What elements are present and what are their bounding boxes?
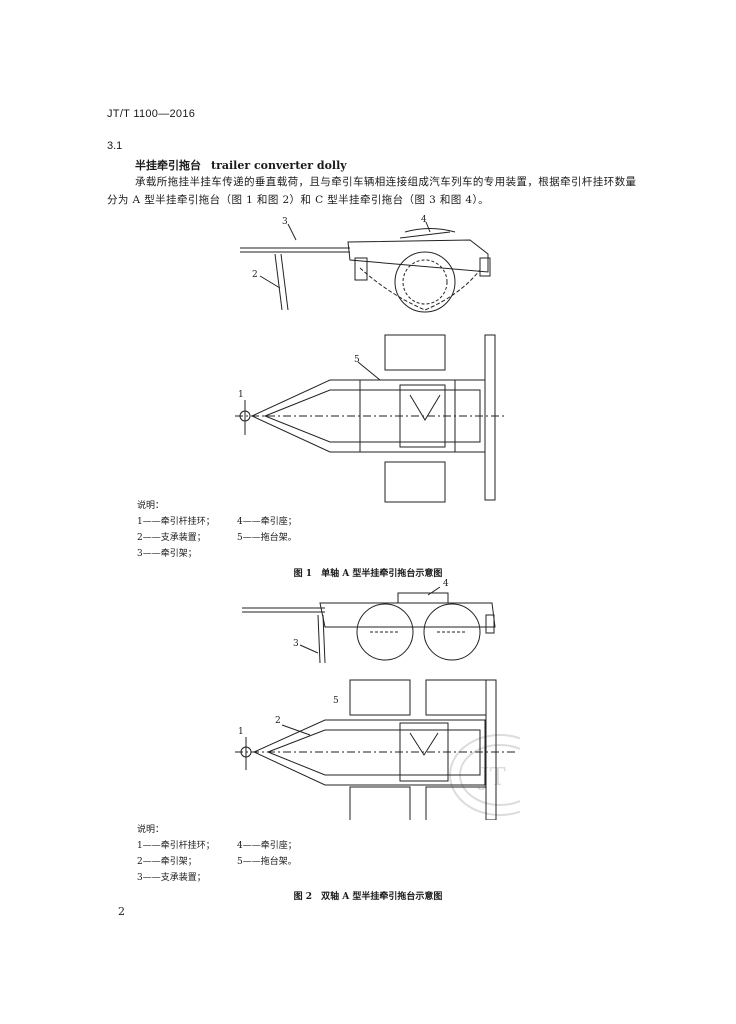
figure2-legend-row: 2——牵引架；5——拖台架。: [137, 857, 297, 867]
page-number: 2: [118, 905, 125, 918]
figure2-side-view: [242, 592, 496, 664]
figure1-side-view: [240, 228, 491, 313]
standard-number-header: JT/T 1100—2016: [107, 108, 196, 120]
figure1-callout-3: 3: [282, 217, 288, 227]
term-english: trailer converter dolly: [211, 159, 347, 172]
figure2-top-view: [235, 679, 515, 820]
figure2-legend-row: 1——牵引杆挂环；4——牵引座；: [137, 841, 297, 851]
figure1-legend-title: 说明：: [137, 501, 165, 511]
term-heading: 半挂牵引拖台 trailer converter dolly: [135, 157, 347, 173]
figure1-callout-1: 1: [238, 390, 244, 400]
figure2-callout-5: 5: [333, 696, 339, 706]
term-chinese: 半挂牵引拖台: [135, 159, 201, 172]
clause-number: 3.1: [107, 140, 123, 152]
figure2-watermark-text: JT: [477, 763, 506, 791]
figure2-drawing: JT 4 3 5 2 1: [235, 579, 520, 820]
figure1-legend-row: 3——牵引架；: [137, 549, 197, 559]
figure1-legend-row: 1——牵引杆挂环；4——牵引座；: [137, 517, 297, 527]
figure1-callout-4: 4: [421, 215, 427, 225]
figure1-drawing: 3 2 4 5 1: [235, 215, 505, 503]
figure2-callout-3: 3: [293, 639, 299, 649]
figure1-callout-2: 2: [252, 270, 258, 280]
figure2-callout-2: 2: [275, 716, 281, 726]
figure1-callout-5: 5: [354, 355, 360, 365]
figure2-legend-title: 说明：: [137, 825, 165, 835]
figure1-caption: 图 1 单轴 A 型半挂牵引拖台示意图: [293, 569, 443, 579]
figure1-legend: 说明： 1——牵引杆挂环；4——牵引座； 2——支承装置；5——拖台架。 3——…: [137, 498, 297, 562]
figure1-top-view: [235, 334, 505, 503]
figure2-caption: 图 2 双轴 A 型半挂牵引拖台示意图: [293, 892, 443, 902]
figure2-legend: 说明： 1——牵引杆挂环；4——牵引座； 2——牵引架；5——拖台架。 3——支…: [137, 822, 297, 886]
figure2-callout-4: 4: [443, 579, 449, 589]
term-definition: 承载所拖挂半挂车传递的垂直载荷，且与牵引车辆相连接组成汽车列车的专用装置，根据牵…: [107, 176, 637, 206]
figure1-legend-row: 2——支承装置；5——拖台架。: [137, 533, 297, 543]
figure2-legend-row: 3——支承装置；: [137, 873, 206, 883]
figure2-callout-1: 1: [238, 727, 244, 737]
